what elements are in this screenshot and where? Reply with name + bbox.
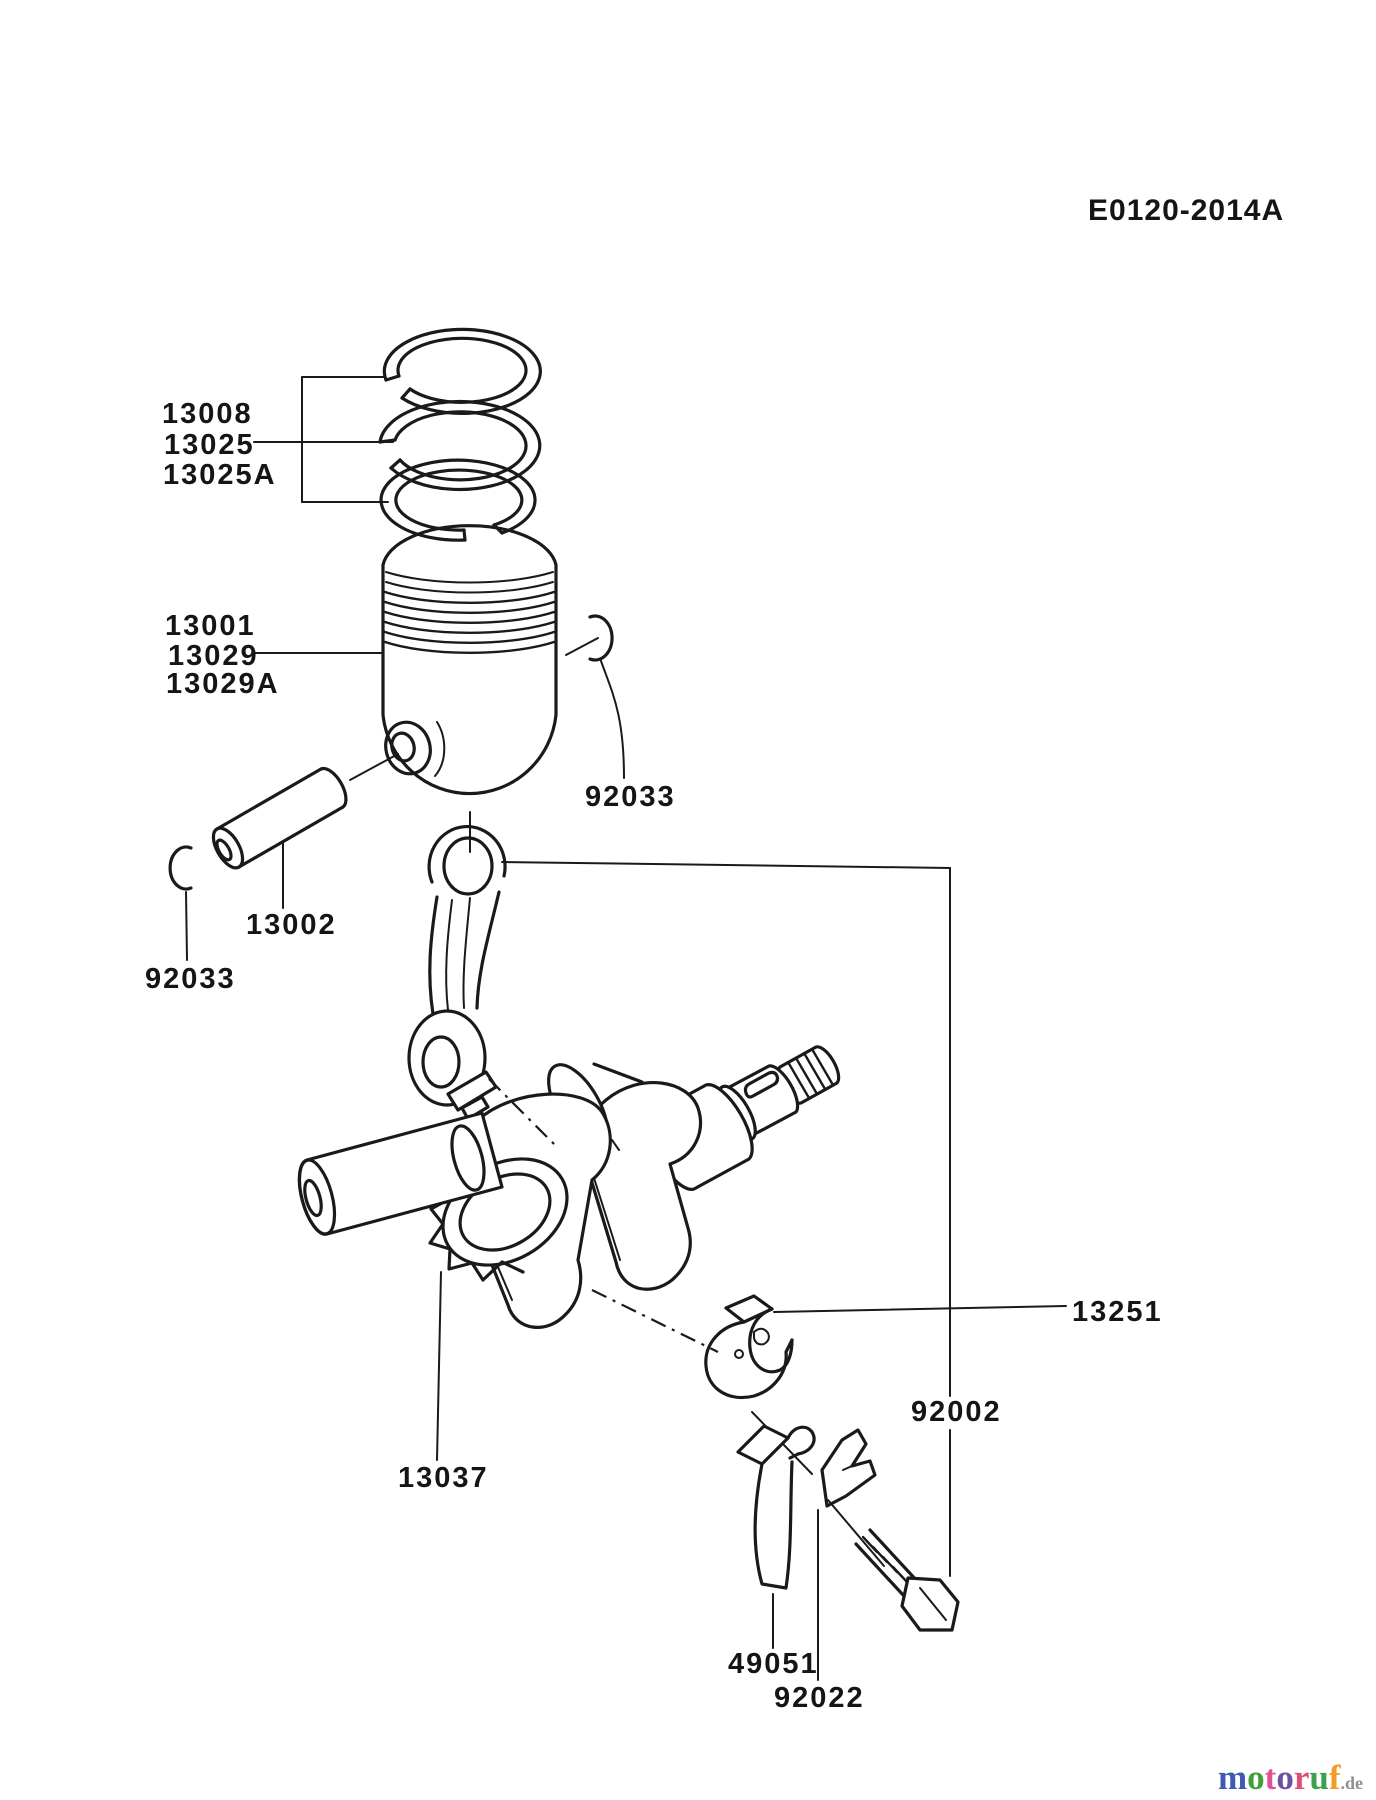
watermark-letter: o (1247, 1758, 1265, 1797)
connecting-rod-drawing (407, 824, 951, 1121)
watermark-domain-suffix: .de (1340, 1773, 1363, 1793)
watermark-letter: m (1218, 1758, 1248, 1797)
part-number-13025A: 13025A (163, 459, 277, 491)
piston-drawing (253, 524, 558, 853)
watermark-letter: t (1264, 1758, 1277, 1797)
part-number-13251: 13251 (1072, 1296, 1163, 1328)
washer-drawing (817, 1428, 877, 1681)
motoruf-watermark: motoruf.de (1218, 1760, 1363, 1795)
part-number-13025: 13025 (164, 429, 255, 461)
watermark-letter: r (1293, 1758, 1310, 1797)
part-number-92033-right: 92033 (585, 781, 676, 813)
part-number-13001: 13001 (165, 610, 256, 642)
part-number-92022: 92022 (774, 1682, 865, 1714)
assembly-axis-lines (488, 1078, 719, 1353)
circlip-right-drawing (565, 614, 625, 779)
rod-bolt-drawing (827, 867, 960, 1632)
piston-pin-drawing (211, 753, 399, 909)
part-number-92002: 92002 (911, 1396, 1002, 1428)
part-number-13002: 13002 (246, 909, 337, 941)
watermark-letter: o (1276, 1758, 1294, 1797)
oil-dipper-drawing (736, 1424, 816, 1649)
drawing-code: E0120-2014A (1088, 194, 1285, 227)
watermark-letter: u (1309, 1758, 1329, 1797)
crankshaft-drawing (297, 1045, 841, 1461)
part-number-13029A: 13029A (166, 668, 280, 700)
piston-ring-set-drawing (253, 327, 542, 542)
part-number-13029: 13029 (168, 640, 259, 672)
part-number-92033-left: 92033 (145, 963, 236, 995)
circlip-left-drawing (168, 845, 193, 961)
part-number-13008: 13008 (162, 398, 253, 430)
part-number-13037: 13037 (398, 1462, 489, 1494)
part-number-49051: 49051 (728, 1648, 819, 1680)
watermark-letter: f (1328, 1758, 1341, 1797)
